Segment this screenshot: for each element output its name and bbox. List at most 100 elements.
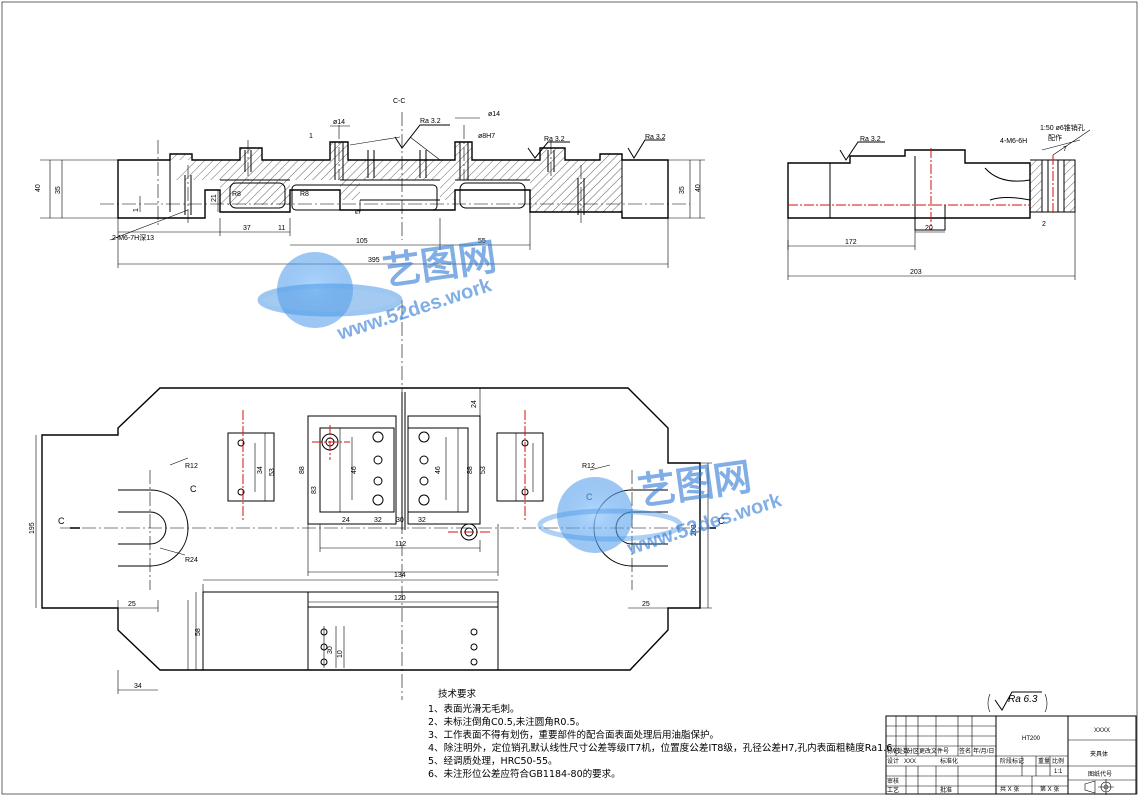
dim-w24: 24: [342, 517, 350, 524]
tb-stage-label: 阶段标记: [1000, 757, 1024, 765]
tb-weight-label: 重量: [1038, 757, 1050, 765]
tb-designer-label: 设计: [887, 757, 899, 765]
dim-side-w7: 7: [1063, 146, 1067, 153]
dim-w25b: 25: [642, 601, 650, 608]
dim-d14a: ø14: [333, 119, 345, 126]
dim-h10: 10: [337, 650, 344, 658]
section-mark-4: C: [718, 516, 725, 526]
note-2: 2、未标注倒角C0.5,未注圆角R0.5。: [428, 716, 585, 728]
rough-top-2: Ra 3.2: [544, 136, 565, 143]
dim-h88a: 88: [299, 466, 306, 474]
notes-title: 技术要求: [438, 688, 477, 700]
dim-h58: 58: [195, 628, 202, 636]
dim-h5: 5: [355, 210, 362, 214]
dim-h53b: 53: [480, 466, 487, 474]
dim-r8b: R8: [300, 191, 309, 198]
rough-top-3: Ra 3.2: [645, 134, 666, 141]
projection-symbol: [1084, 779, 1114, 795]
note-1: 1、表面光滑无毛刺。: [428, 703, 520, 715]
note-3: 3、工作表面不得有划伤，重要部件的配合面表面处理后用油脂保护。: [428, 729, 719, 741]
dim-h46b: 46: [435, 466, 442, 474]
dim-h83: 83: [311, 486, 318, 494]
tb-header-2: 处数: [897, 747, 909, 755]
dim-h8a: 1: [309, 133, 313, 140]
dim-side-w20: 20: [925, 225, 933, 232]
dim-h203: 203: [691, 524, 698, 536]
dim-h88b: 88: [467, 466, 474, 474]
section-label: C-C: [393, 98, 405, 105]
dim-w105: 105: [356, 238, 368, 245]
dim-r8a: R8: [232, 191, 241, 198]
note-5: 5、经调质处理，HRC50-55。: [428, 755, 558, 767]
tb-header-1: 标记: [887, 747, 899, 755]
rough-general: Ra 6.3: [1008, 694, 1038, 705]
tb-header-4: 更改文件号: [919, 747, 949, 755]
tb-process-label: 工艺: [887, 786, 899, 794]
dim-side-w203: 203: [910, 269, 922, 276]
tb-sheets-total: 共 X 张: [1000, 785, 1019, 793]
dim-side-w172: 172: [845, 239, 857, 246]
tb-material: HT200: [1022, 736, 1041, 742]
tb-code: XXXX: [1094, 728, 1110, 734]
dim-side-thread: 4-M6-6H: [1000, 138, 1027, 145]
dim-h35b: 35: [679, 186, 686, 194]
dim-w395: 395: [368, 257, 380, 264]
dim-h30: 30: [327, 646, 334, 654]
tb-approve-label: 批准: [940, 786, 952, 794]
tb-drawing-no-label: 图纸代号: [1088, 770, 1112, 778]
tb-review-label: 审核: [887, 777, 899, 785]
tb-sheet-no: 第 X 张: [1040, 785, 1059, 793]
dim-h40b: 40: [695, 184, 702, 192]
section-mark-1: C: [58, 516, 65, 526]
dim-w34: 34: [134, 683, 142, 690]
tb-designer: XXX: [904, 759, 916, 765]
dim-w112: 112: [395, 541, 406, 548]
tb-scale: 1:1: [1054, 769, 1063, 775]
tb-std-label: 标准化: [940, 757, 958, 765]
watermark-1: 艺图网 www.52des.work: [257, 236, 499, 345]
dim-d14b: ø14: [488, 111, 500, 118]
dim-w134: 134: [394, 572, 406, 579]
dim-side-a: 2: [1042, 221, 1046, 228]
dim-w11: 11: [278, 225, 285, 232]
rough-top-1: Ra 3.2: [420, 118, 441, 125]
dim-w120: 120: [394, 595, 406, 602]
title-block: 标记 处数 分区 更改文件号 签名 年/月/日 设计 XXX 标准化 审核 工艺…: [885, 715, 1137, 795]
general-roughness: Ra 6.3: [987, 691, 1048, 713]
dim-h40a: 40: [35, 184, 42, 192]
dim-h195: 195: [29, 522, 36, 534]
section-view: C-C 40 35 35 40 21 5 1 37: [35, 98, 705, 268]
dim-thread: 2-M6-7H深13: [112, 233, 154, 242]
dim-h21: 21: [211, 194, 218, 202]
tb-name: 夹具体: [1090, 750, 1108, 758]
plan-view: R12 R12 R24 195 203 24 34 53 88 83 46 46…: [29, 300, 725, 700]
rough-side: Ra 3.2: [860, 136, 881, 143]
dim-h24: 24: [471, 400, 478, 408]
tb-header-3: 分区: [907, 747, 919, 755]
dim-h1: 1: [133, 208, 140, 212]
dim-h8b: ø8H7: [478, 133, 495, 140]
dim-r12b: R12: [582, 463, 595, 470]
dim-w55: 55: [478, 238, 486, 245]
dim-w30: 30: [396, 517, 404, 524]
dim-h35a: 35: [55, 186, 62, 194]
dim-h46a: 46: [351, 466, 358, 474]
dim-r12a: R12: [185, 463, 198, 470]
note-6: 6、未注形位公差应符合GB1184-80的要求。: [428, 768, 621, 780]
note-4: 4、除注明外，定位销孔默认线性尺寸公差等级IT7机，位置度公差IT8级，孔径公差…: [428, 742, 902, 754]
technical-notes: 技术要求 1、表面光滑无毛刺。 2、未标注倒角C0.5,未注圆角R0.5。 3、…: [428, 688, 902, 780]
dim-w25a: 25: [128, 601, 136, 608]
dim-r24: R24: [185, 557, 198, 564]
watermark-2: 艺图网 www.52des.work: [537, 456, 785, 560]
dim-w37: 37: [243, 225, 251, 232]
dim-w32a: 32: [374, 517, 382, 524]
dim-h34a: 34: [257, 466, 264, 474]
tb-header-5: 签名: [959, 747, 971, 755]
dim-w32b: 32: [418, 517, 426, 524]
dim-taper: 1:50 ø6锥销孔: [1040, 123, 1085, 132]
section-mark-2: C: [190, 484, 197, 494]
dim-taper2: 配作: [1048, 133, 1062, 142]
tb-header-6: 年/月/日: [973, 747, 994, 755]
